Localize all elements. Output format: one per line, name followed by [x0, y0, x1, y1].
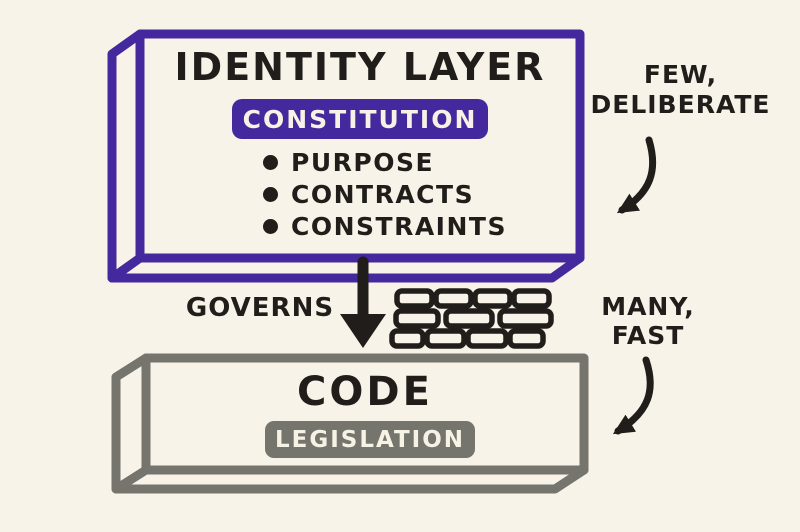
brick-icon: [443, 308, 495, 329]
identity-layer-title: IDENTITY LAYER: [174, 45, 546, 89]
brick-icon: [394, 288, 435, 309]
brick-icon: [465, 328, 509, 349]
brick-icon: [507, 328, 546, 349]
brick-wall-icon: [389, 288, 554, 349]
annotation-line: DELIBERATE: [590, 90, 771, 119]
brick-icon: [472, 288, 513, 309]
brick-icon: [389, 328, 426, 349]
constitution-badge: CONSTITUTION: [232, 99, 488, 139]
code-box-outline: [111, 353, 589, 494]
bullet-item: PURPOSE: [263, 146, 507, 178]
brick-icon: [497, 308, 554, 329]
annotation-few-deliberate: FEW, DELIBERATE: [588, 60, 773, 120]
bullet-dot-icon: [263, 154, 278, 170]
few-deliberate-curve-arrow-icon: [616, 136, 657, 214]
annotation-line: FEW,: [643, 60, 718, 89]
bullet-item: CONTRACTS: [263, 178, 507, 210]
identity-box-outline: [107, 29, 585, 283]
annotation-line: FAST: [611, 321, 685, 350]
code-title: CODE: [297, 369, 433, 415]
bullet-label: PURPOSE: [291, 147, 435, 177]
bullet-label: CONTRACTS: [291, 179, 475, 209]
identity-box-silhouette: [107, 29, 585, 283]
brick-icon: [511, 288, 552, 309]
annotation-line: MANY,: [601, 292, 695, 321]
governs-arrow-head: [340, 314, 386, 348]
legislation-badge: LEGISLATION: [265, 421, 475, 458]
identity-bullet-list: PURPOSE CONTRACTS CONSTRAINTS: [263, 146, 507, 242]
bullet-dot-icon: [263, 218, 278, 234]
many-fast-curve-arrow-icon: [612, 356, 654, 435]
annotation-many-fast: MANY, FAST: [568, 292, 728, 350]
bullet-dot-icon: [263, 186, 278, 202]
bullet-item: CONSTRAINTS: [263, 210, 507, 242]
governs-label: GOVERNS: [185, 293, 335, 323]
governs-down-arrow-icon: [340, 256, 386, 348]
brick-icon: [424, 328, 467, 349]
code-box-corner-edge: [111, 465, 151, 494]
brick-icon: [433, 288, 474, 309]
bullet-label: CONSTRAINTS: [291, 211, 507, 241]
brick-icon: [393, 308, 441, 329]
code-box-silhouette: [111, 353, 589, 494]
identity-box-corner-edge: [107, 253, 145, 283]
